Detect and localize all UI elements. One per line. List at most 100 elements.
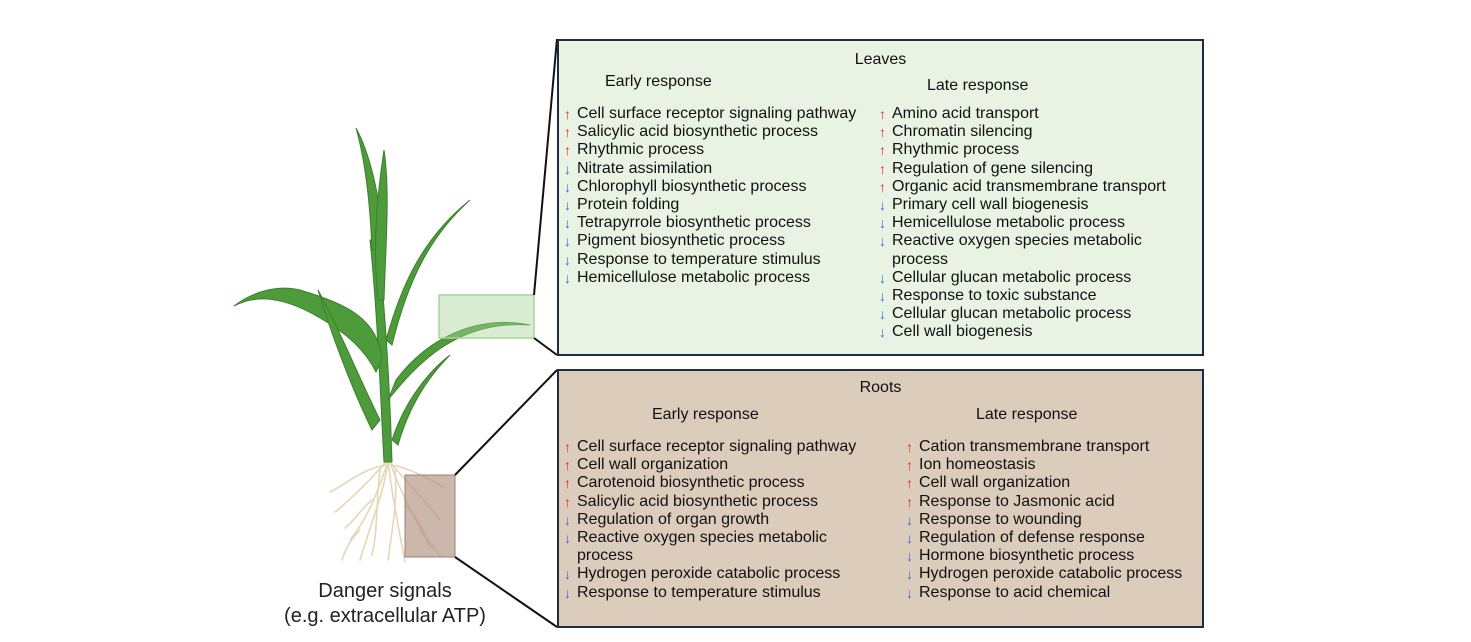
- up-arrow-icon: ↑: [879, 106, 886, 122]
- down-arrow-icon: ↓: [906, 566, 913, 583]
- item-text: Regulation of gene silencing: [892, 159, 1094, 177]
- up-arrow-icon: ↑: [906, 457, 913, 474]
- item-text: Hydrogen peroxide catabolic process: [577, 565, 841, 583]
- list-item: ↓ Chlorophyll biosynthetic process: [564, 178, 856, 196]
- up-arrow-icon: ↑: [564, 439, 571, 455]
- list-item: ↑Cation transmembrane transport: [906, 438, 1182, 456]
- list-item: ↓ Response to toxic substance: [879, 287, 1166, 305]
- up-arrow-icon: ↑: [564, 124, 571, 141]
- down-arrow-icon: ↓: [564, 197, 571, 214]
- list-item: ↓Cellular glucan metabolic process: [879, 269, 1166, 287]
- item-text: Response to temperature stimulus: [577, 583, 821, 601]
- item-text: Chromatin silencing: [892, 123, 1033, 141]
- list-item: ↓ Protein folding: [564, 196, 856, 214]
- list-item: ↓ Nitrate assimilation: [564, 160, 856, 178]
- down-arrow-icon: ↓: [564, 269, 571, 286]
- up-arrow-icon: ↑: [564, 142, 571, 159]
- down-arrow-icon: ↓: [879, 197, 886, 214]
- leaf-connector-top: [533, 38, 558, 296]
- list-item: ↑Salicylic acid biosynthetic process: [564, 493, 856, 511]
- roots-late-list: ↑Cation transmembrane transport↑Ion home…: [906, 438, 1182, 602]
- item-text: Protein folding: [577, 196, 680, 214]
- list-item: ↓Response to acid chemical: [906, 584, 1182, 602]
- item-text: Cell wall organization: [919, 474, 1071, 492]
- leaves-late-list: ↑Amino acid transport↑Chromatin silencin…: [879, 105, 1166, 342]
- item-text: Rhythmic process: [892, 141, 1020, 159]
- roots-early-list: ↑ Cell surface receptor signaling pathway…: [564, 438, 856, 602]
- down-arrow-icon: ↓: [906, 530, 913, 547]
- list-item: ↑ Ion homeostasis: [906, 456, 1182, 474]
- down-arrow-icon: ↓: [564, 251, 571, 268]
- list-item: ↑Chromatin silencing: [879, 123, 1166, 141]
- list-item: ↑Rhythmic process: [879, 141, 1166, 159]
- list-item: ↓Primary cell wall biogenesis: [879, 196, 1166, 214]
- list-item: ↓ Hydrogen peroxide catabolic process: [564, 565, 856, 583]
- list-item: ↓Regulation of organ growth: [564, 511, 856, 529]
- down-arrow-icon: ↓: [906, 548, 913, 565]
- list-item: ↓ Response to wounding: [906, 511, 1182, 529]
- item-text: Amino acid transport: [892, 105, 1039, 122]
- roots-late-heading: Late response: [976, 406, 1078, 423]
- item-text: Cell surface receptor signaling pathway: [577, 438, 857, 455]
- item-text: Tetrapyrrole biosynthetic process: [577, 214, 811, 232]
- down-arrow-icon: ↓: [906, 511, 913, 528]
- list-item: ↑Cell wall organization: [906, 474, 1182, 492]
- root-connector-top: [454, 369, 558, 476]
- item-text: Response to toxic substance: [892, 287, 1097, 305]
- item-text: Chlorophyll biosynthetic process: [577, 177, 807, 195]
- item-text: Regulation of defense response: [919, 529, 1145, 547]
- down-arrow-icon: ↓: [879, 288, 886, 305]
- item-text: Cell wall biogenesis: [892, 323, 1033, 341]
- list-item: ↑ Regulation of gene silencing: [879, 160, 1166, 178]
- list-item: ↓Pigment biosynthetic process: [564, 232, 856, 250]
- up-arrow-icon: ↑: [564, 106, 571, 122]
- caption-line1: Danger signals: [318, 580, 452, 602]
- item-text: Pigment biosynthetic process: [577, 232, 786, 250]
- list-item: ↑ Amino acid transport: [879, 105, 1166, 123]
- down-arrow-icon: ↓: [879, 233, 886, 250]
- leaves-early-heading: Early response: [605, 73, 712, 90]
- list-item: ↑Salicylic acid biosynthetic process: [564, 123, 856, 141]
- item-text: Salicylic acid biosynthetic process: [577, 492, 818, 510]
- list-item: ↑Organic acid transmembrane transport: [879, 178, 1166, 196]
- down-arrow-icon: ↓: [906, 584, 913, 601]
- list-item: ↑ Cell surface receptor signaling pathway: [564, 105, 856, 123]
- roots-early-heading: Early response: [652, 406, 759, 423]
- leaves-drawing: [233, 127, 531, 463]
- item-text: Hemicellulose metabolic process: [892, 214, 1125, 232]
- up-arrow-icon: ↑: [906, 493, 913, 510]
- list-item: ↓Response to temperature stimulus: [564, 251, 856, 269]
- up-arrow-icon: ↑: [879, 160, 886, 177]
- item-text: Cell surface receptor signaling pathway: [577, 105, 857, 122]
- down-arrow-icon: ↓: [879, 306, 886, 323]
- down-arrow-icon: ↓: [564, 178, 571, 195]
- up-arrow-icon: ↑: [564, 457, 571, 474]
- item-text: Hormone biosynthetic process: [919, 547, 1135, 565]
- down-arrow-icon: ↓: [564, 566, 571, 583]
- down-arrow-icon: ↓: [564, 584, 571, 601]
- up-arrow-icon: ↑: [906, 439, 913, 455]
- leaves-panel: Leaves Early response Late response ↑Cel…: [557, 39, 1204, 356]
- leaf-highlight-box: [438, 294, 535, 339]
- item-text-continued: process: [892, 250, 949, 268]
- down-arrow-icon: ↓: [879, 215, 886, 232]
- item-text: Response to wounding: [919, 510, 1082, 528]
- item-text: Ion homeostasis: [919, 456, 1036, 474]
- leaf-connector-bottom: [533, 337, 558, 356]
- item-text: Cellular glucan metabolic process: [892, 305, 1132, 323]
- up-arrow-icon: ↑: [879, 178, 886, 195]
- list-item: ↓ Response to temperature stimulus: [564, 584, 856, 602]
- down-arrow-icon: ↓: [564, 160, 571, 177]
- up-arrow-icon: ↑: [564, 475, 571, 492]
- item-text: Hydrogen peroxide catabolic process: [919, 565, 1183, 583]
- item-text-continued: process: [577, 547, 634, 565]
- item-text: Nitrate assimilation: [577, 159, 713, 177]
- list-item: ↓ Hemicellulose metabolic process: [879, 214, 1166, 232]
- item-text: Carotenoid biosynthetic process: [577, 474, 805, 492]
- roots-panel: Roots Early response Late response ↑Cell…: [557, 369, 1204, 628]
- root-highlight-box: [404, 474, 456, 558]
- list-item: ↑ Cell surface receptor signaling pathway: [564, 438, 856, 456]
- list-item: ↓ Hydrogen peroxide catabolic process: [906, 565, 1182, 583]
